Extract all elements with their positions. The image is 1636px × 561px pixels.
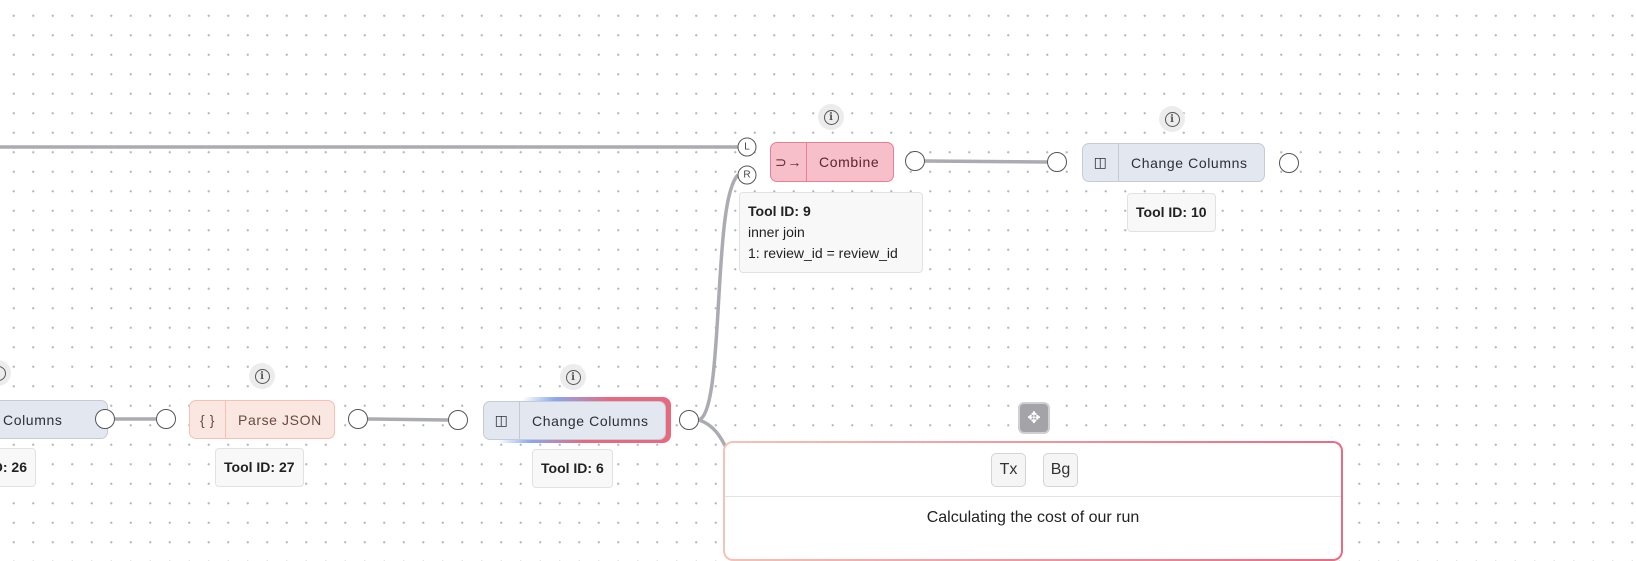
tool-id-tag: Tool ID: 27 <box>215 448 304 487</box>
edge-cc6-to-combine-right <box>697 173 740 422</box>
braces-icon: { } <box>190 401 226 438</box>
columns-icon: ◫ <box>484 402 520 439</box>
tool-id-tag: Tool ID: 10 <box>1127 193 1216 232</box>
columns-icon: ◫ <box>1083 144 1119 181</box>
background-color-button[interactable]: Bg <box>1043 453 1078 487</box>
input-handle[interactable] <box>156 409 176 429</box>
output-handle[interactable] <box>348 409 368 429</box>
info-icon[interactable]: i <box>1159 106 1185 132</box>
node-change-columns-6[interactable]: ◫ Change Columns <box>483 401 666 440</box>
node-combine[interactable]: ⊃→ Combine <box>770 142 894 182</box>
info-icon[interactable]: i <box>560 364 586 390</box>
text-color-button[interactable]: Tx <box>991 453 1026 487</box>
combine-details: Tool ID: 9 inner join 1: review_id = rev… <box>739 192 923 273</box>
input-handle[interactable] <box>448 410 468 430</box>
move-icon[interactable]: ✥ <box>1018 402 1050 434</box>
output-handle[interactable] <box>679 410 699 430</box>
right-input-handle[interactable]: R <box>737 165 757 185</box>
node-parse-json[interactable]: { } Parse JSON <box>189 400 335 439</box>
left-input-handle[interactable]: L <box>737 137 757 157</box>
note-text[interactable]: Calculating the cost of our run <box>926 509 1140 526</box>
tool-id-tag: Tool ID: 26 <box>0 448 36 487</box>
output-handle[interactable] <box>905 151 925 171</box>
output-handle[interactable] <box>1279 153 1299 173</box>
node-change-columns-10[interactable]: ◫ Change Columns <box>1082 143 1265 182</box>
info-icon[interactable]: i <box>0 360 11 386</box>
info-icon[interactable]: i <box>818 104 844 130</box>
divider <box>725 496 1341 497</box>
input-handle[interactable] <box>1047 152 1067 172</box>
tool-id-tag: Tool ID: 6 <box>532 449 613 488</box>
edge-parse-to-cc6 <box>367 417 449 422</box>
join-icon: ⊃→ <box>771 143 807 181</box>
note-card[interactable]: Tx Bg Calculating the cost of our run <box>723 441 1343 561</box>
info-icon[interactable]: i <box>249 363 275 389</box>
output-handle[interactable] <box>95 409 115 429</box>
edge-combine-to-cc10 <box>924 159 1048 164</box>
node-change-columns-26[interactable]: Columns <box>0 400 108 439</box>
